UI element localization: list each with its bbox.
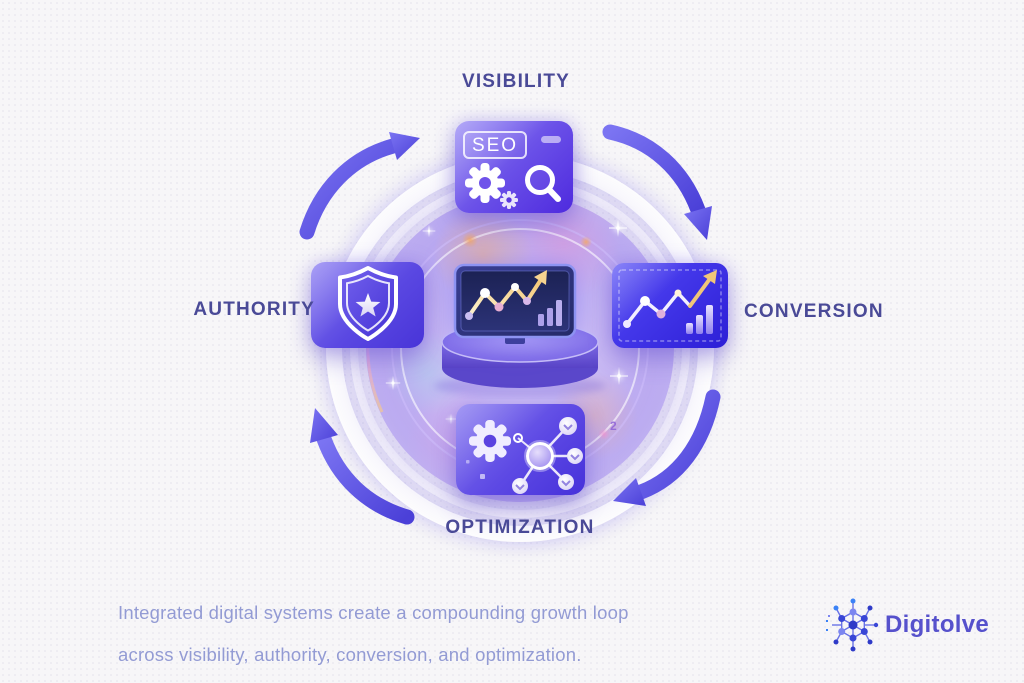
- optimization-card: [456, 404, 585, 495]
- gear-icon: [469, 420, 511, 462]
- browser-dash-icon: [541, 136, 561, 143]
- sparkle: [427, 229, 431, 233]
- glow-dot: [598, 428, 610, 440]
- seo-label: SEO: [472, 135, 518, 156]
- star-icon: [355, 293, 381, 317]
- network-icon: [512, 417, 583, 494]
- sparkle: [449, 417, 453, 421]
- magnifier-icon: [525, 165, 561, 202]
- dashed-frame: [618, 269, 722, 342]
- sparkle: [616, 226, 620, 230]
- growth-chart-icon: [623, 270, 717, 334]
- analytics-monitor-icon: [453, 263, 577, 344]
- conversion-label: CONVERSION: [744, 301, 884, 322]
- seo-frame: [463, 131, 527, 159]
- gear-icon: [465, 163, 505, 203]
- visibility-label: VISIBILITY: [461, 71, 571, 92]
- shield-icon: [338, 266, 398, 341]
- caption-line-1: Integrated digital systems create a comp…: [118, 602, 629, 623]
- pedestal: [434, 321, 606, 397]
- dot-decoration: [466, 460, 470, 464]
- sparkle: [617, 374, 621, 378]
- brand-name: Digitolve: [885, 611, 990, 638]
- artifact-mark: 2: [610, 419, 617, 433]
- sparkle: [391, 381, 395, 385]
- authority-card: [311, 262, 424, 348]
- brand-logo: Digitolve: [824, 596, 989, 654]
- gold-arrow-icon: [703, 270, 717, 284]
- dot-decoration: [480, 474, 485, 479]
- authority-label: AUTHORITY: [193, 299, 315, 320]
- glow-dot: [462, 232, 478, 248]
- glow-dot: [580, 236, 592, 248]
- trend-line-chart-icon: [465, 270, 562, 326]
- small-gear-icon: [500, 191, 518, 209]
- optimization-label: OPTIMIZATION: [445, 517, 595, 538]
- caption-line-2: across visibility, authority, conversion…: [118, 644, 582, 665]
- network-molecule-icon: [826, 598, 879, 652]
- visibility-card: SEO: [455, 121, 573, 213]
- conversion-card: [612, 263, 728, 348]
- caption: Integrated digital systems create a comp…: [118, 592, 818, 676]
